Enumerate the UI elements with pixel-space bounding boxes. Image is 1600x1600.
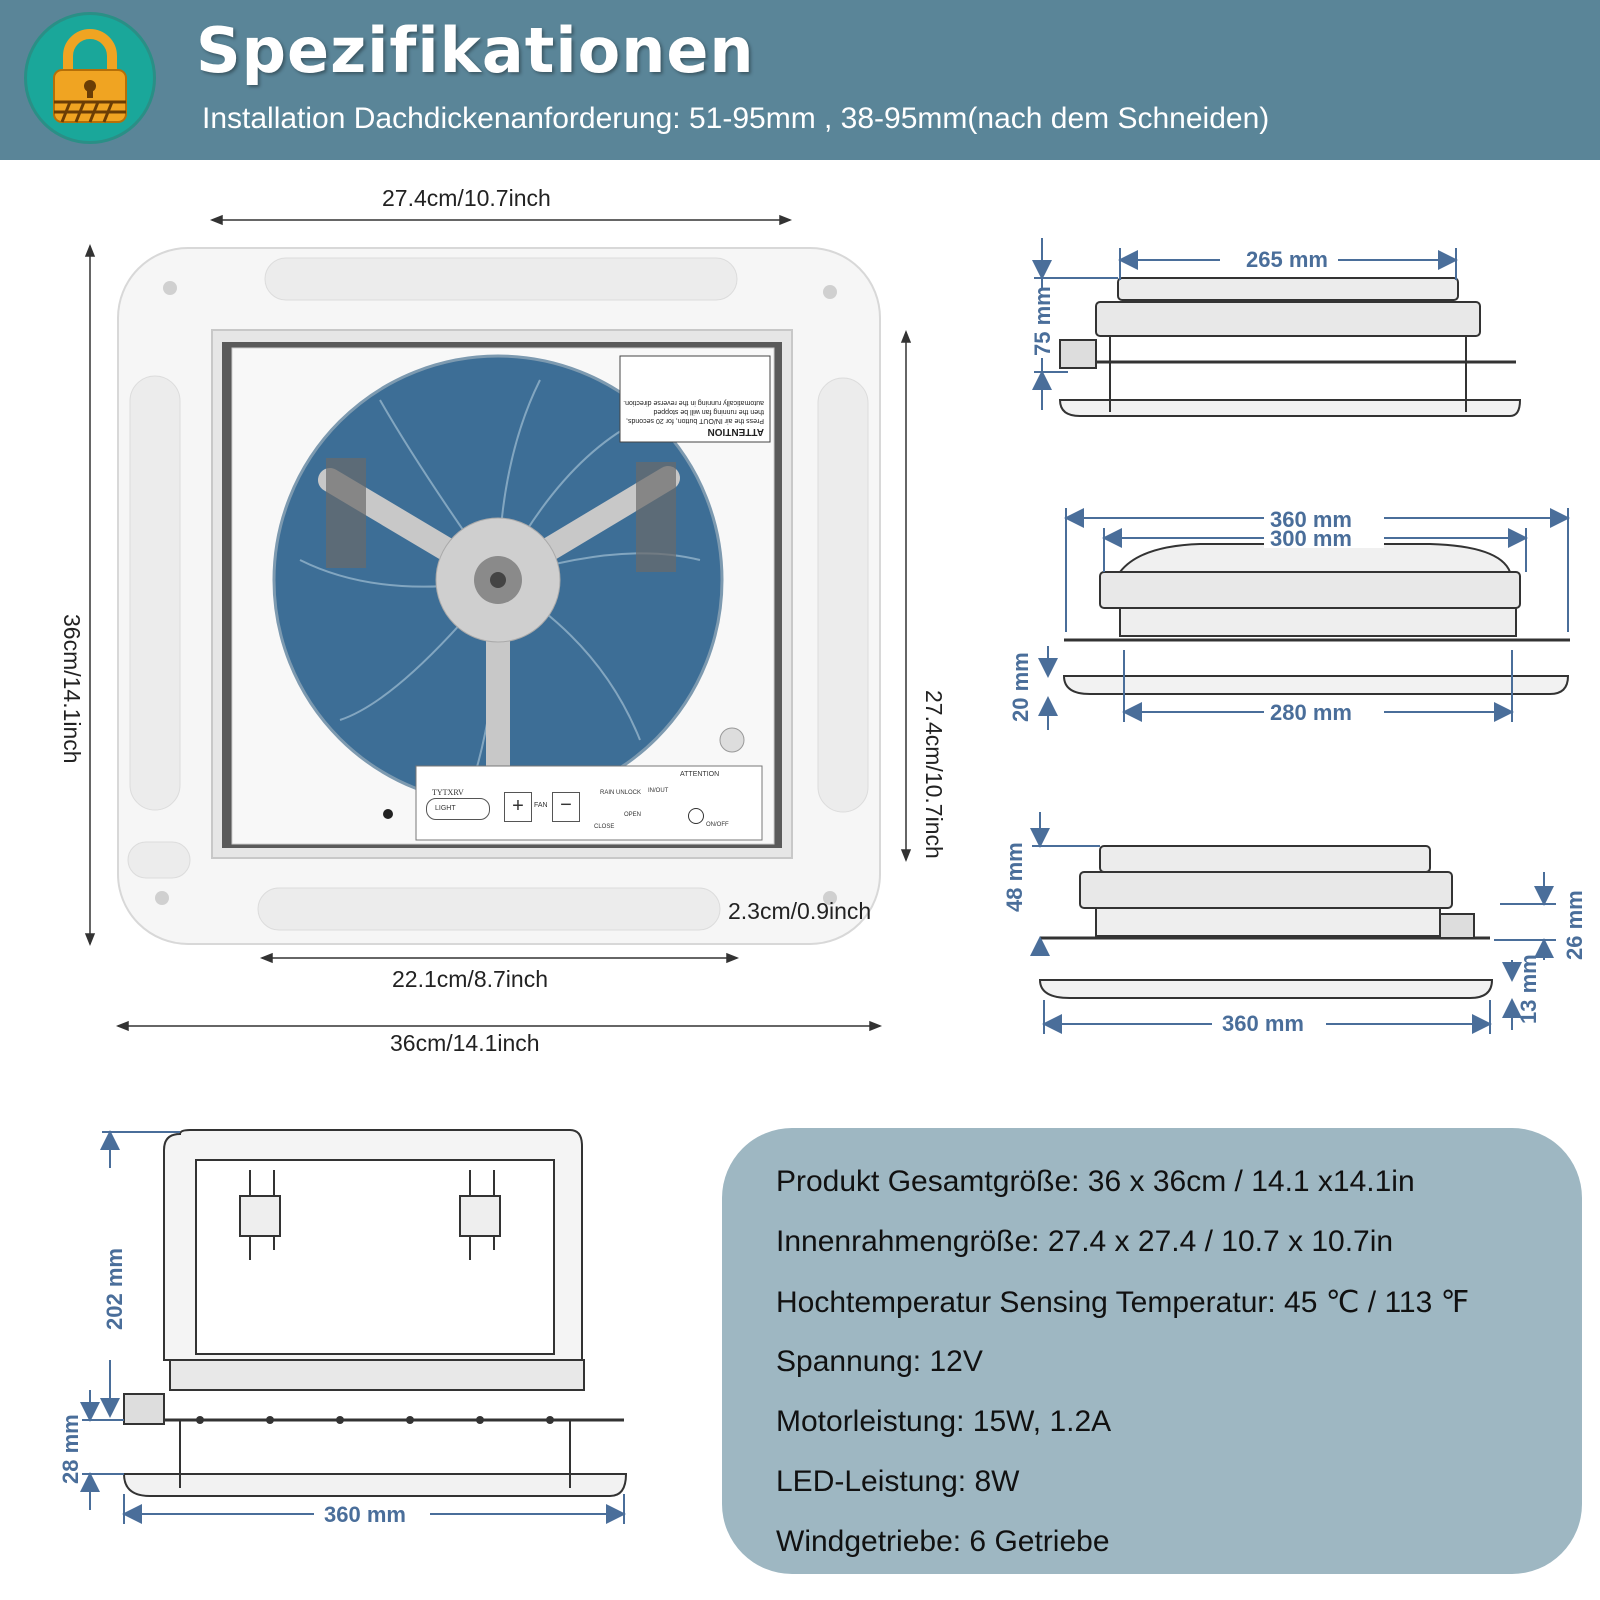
fan-minus-button[interactable]: −: [552, 792, 580, 822]
light-button[interactable]: LIGHT: [426, 798, 490, 820]
side-view-diagrams: 265 mm 75 mm 360 mm 300 mm 280 mm 20 mm: [1002, 238, 1587, 1036]
power-icon: [688, 808, 704, 824]
dim-top-height: 75 mm: [1030, 286, 1055, 356]
bottom-total-width-label: 36cm/14.1inch: [390, 1030, 540, 1056]
bottom-inner-width-label: 22.1cm/8.7inch: [392, 966, 548, 992]
dim-mid-frame: 300 mm: [1270, 526, 1352, 551]
open-label[interactable]: OPEN: [624, 812, 642, 818]
spec-voltage: Spannung: 12V: [776, 1345, 983, 1378]
control-panel: TYTXRV LIGHT + FAN − RAIN UNLOCK IN/OUT …: [418, 768, 760, 838]
lock-icon: [53, 29, 127, 123]
product-photo: ATTENTION Press the air IN/OUT button, f…: [0, 160, 960, 1060]
open-view-diagram: 202 mm 28 mm 360 mm: [58, 1129, 628, 1527]
flange-width-label: 2.3cm/0.9inch: [728, 898, 872, 924]
product-photo-drawing: [84, 214, 912, 1032]
top-inner-width-label: 27.4cm/10.7inch: [382, 185, 551, 211]
dim-top-width: 265 mm: [1246, 247, 1328, 272]
rain-unlock-label[interactable]: RAIN UNLOCK: [600, 790, 642, 796]
page-title: Spezifikationen: [196, 14, 755, 87]
in-out-label[interactable]: IN/OUT: [648, 788, 669, 794]
dim-bottom-small-height: 13 mm: [1516, 954, 1541, 1024]
spec-size: Produkt Gesamtgröße: 36 x 36cm / 14.1 x1…: [776, 1165, 1415, 1198]
dim-open-base-height: 28 mm: [58, 1414, 83, 1484]
attention-sticker-text: Press the air IN/OUT button, for 20 seco…: [623, 399, 764, 424]
dim-open-height: 202 mm: [102, 1248, 127, 1330]
spec-wind-gears: Windgetriebe: 6 Getriebe: [776, 1525, 1110, 1558]
spec-box: [722, 1128, 1582, 1574]
left-height-label: 36cm/14.1inch: [59, 614, 85, 764]
right-inner-height-label: 27.4cm/10.7inch: [921, 690, 947, 859]
spec-motor-power: Motorleistung: 15W, 1.2A: [776, 1405, 1112, 1438]
panel-attention-label: ATTENTION: [680, 771, 720, 778]
on-off-label[interactable]: ON/OFF: [706, 822, 729, 828]
attention-sticker-title: ATTENTION: [707, 426, 764, 437]
lock-badge: [24, 12, 156, 144]
dim-mid-height: 20 mm: [1008, 652, 1033, 722]
dim-open-width: 360 mm: [324, 1502, 406, 1527]
spec-temperature: Hochtemperatur Sensing Temperatur: 45 ℃ …: [776, 1286, 1470, 1319]
dim-mid-inner: 280 mm: [1270, 700, 1352, 725]
page-subtitle: Installation Dachdickenanforderung: 51-9…: [202, 102, 1270, 135]
dim-bottom-width: 360 mm: [1222, 1011, 1304, 1036]
spec-led-power: LED-Leistung: 8W: [776, 1465, 1020, 1498]
fan-label: FAN: [534, 802, 548, 809]
dim-mid-outer: 360 mm: [1270, 507, 1352, 532]
attention-sticker: ATTENTION Press the air IN/OUT button, f…: [622, 358, 768, 440]
light-label: LIGHT: [435, 805, 456, 812]
close-label[interactable]: CLOSE: [594, 824, 615, 830]
brand-label: TYTXRV: [432, 788, 464, 797]
header-banner: Spezifikationen Installation Dachdickena…: [0, 0, 1600, 160]
fan-plus-button[interactable]: +: [504, 792, 532, 822]
spec-inner-frame: Innenrahmengröße: 27.4 x 27.4 / 10.7 x 1…: [776, 1225, 1394, 1258]
dim-bottom-right-height: 26 mm: [1562, 890, 1587, 960]
dim-bottom-height: 48 mm: [1002, 842, 1027, 912]
diagram-top-view: [1058, 277, 1522, 417]
